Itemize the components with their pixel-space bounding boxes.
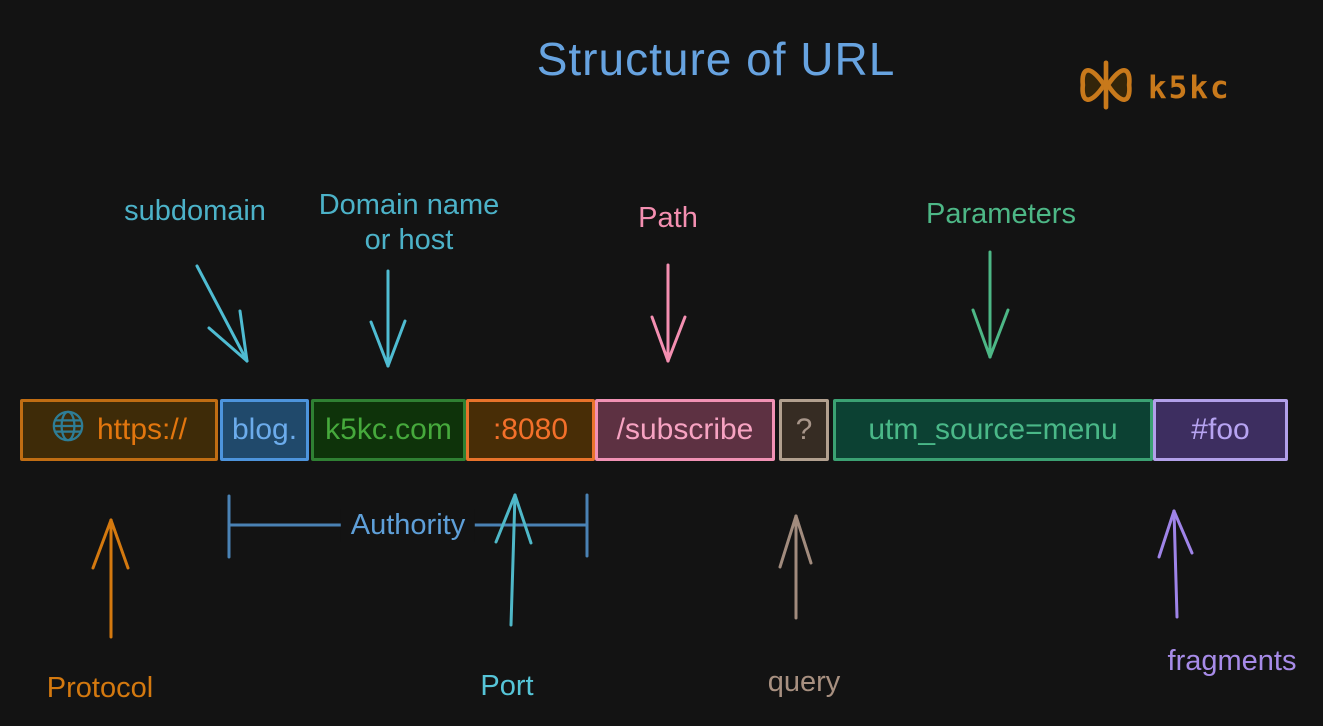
segment-text-fragment: #foo — [1191, 413, 1250, 446]
label-parameters: Parameters — [926, 198, 1076, 230]
url-segment-protocol: https:// — [20, 399, 218, 461]
path-arrow — [650, 263, 687, 363]
label-subdomain: subdomain — [124, 195, 266, 227]
label-protocol: Protocol — [46, 672, 154, 704]
query-arrow — [778, 514, 813, 620]
globe-icon — [51, 409, 85, 451]
segment-text-port: :8080 — [492, 413, 569, 446]
label-domain-line1: Domain name — [318, 189, 500, 221]
label-domain-line2: or host — [364, 224, 454, 256]
label-path: Path — [638, 202, 698, 234]
label-domain-name-or-host: Domain name or host — [319, 188, 500, 258]
url-segment-fragment: #foo — [1153, 399, 1288, 461]
label-authority: Authority — [340, 509, 476, 542]
fragments-arrow — [1157, 509, 1194, 619]
segment-text-subdomain: blog. — [231, 413, 298, 446]
url-segment-subdomain: blog. — [220, 399, 309, 461]
segment-text-protocol: https:// — [96, 413, 188, 446]
page-title: Structure of URL — [536, 33, 896, 85]
segment-text-domain: k5kc.com — [325, 413, 452, 446]
domain-arrow — [369, 269, 407, 368]
bowtie-infinity-icon — [1078, 60, 1134, 115]
segment-text-path: /subscribe — [616, 413, 754, 446]
protocol-arrow — [91, 518, 130, 639]
subdomain-arrow — [195, 264, 249, 363]
label-port: Port — [480, 670, 534, 702]
url-segment-parameters: utm_source=menu — [833, 399, 1153, 461]
brand: k5kc — [1078, 60, 1231, 115]
parameters-arrow — [971, 250, 1010, 359]
segment-text-parameters: utm_source=menu — [868, 413, 1118, 446]
label-query: query — [767, 666, 841, 698]
label-fragments: fragments — [1167, 645, 1297, 677]
url-segment-query: ? — [779, 399, 829, 461]
brand-name: k5kc — [1148, 69, 1231, 106]
url-segment-domain: k5kc.com — [311, 399, 466, 461]
url-segment-port: :8080 — [466, 399, 595, 461]
url-segment-path: /subscribe — [595, 399, 775, 461]
port-arrow — [494, 493, 533, 627]
segment-text-query: ? — [795, 413, 813, 446]
